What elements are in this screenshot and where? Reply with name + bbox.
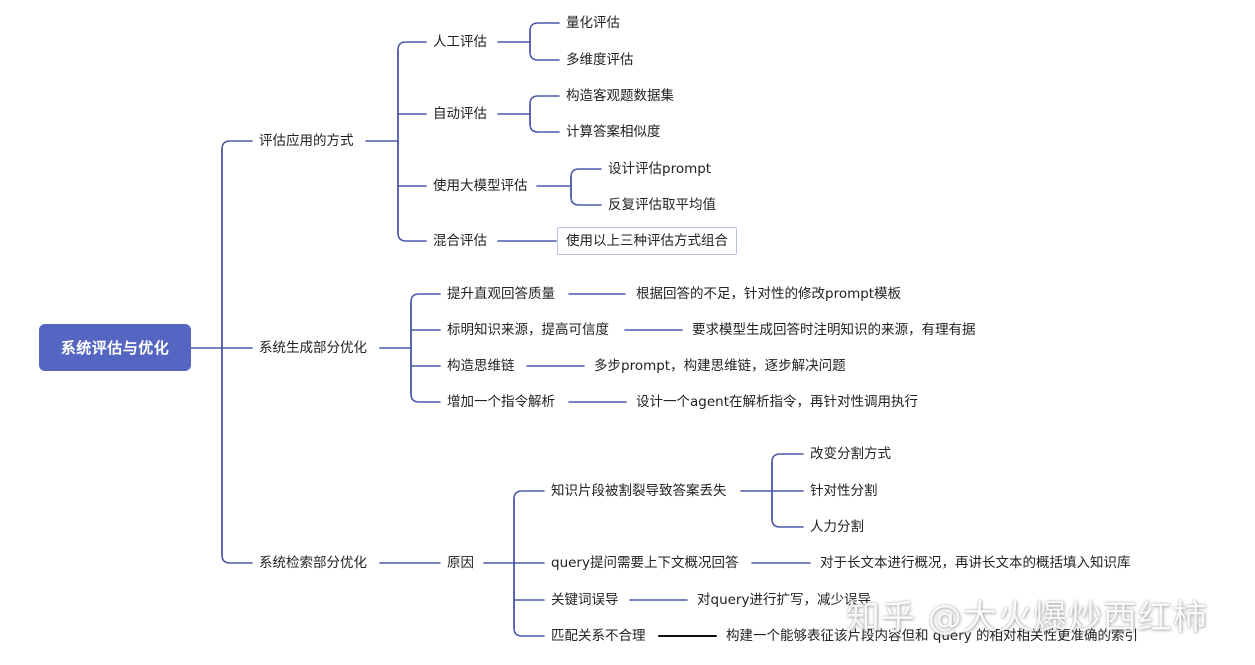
connector-elbow xyxy=(221,140,253,349)
node-gen-1[interactable]: 提升直观回答质量 xyxy=(447,286,555,302)
branch-gen[interactable]: 系统生成部分优化 xyxy=(259,340,367,356)
connector-elbow xyxy=(513,490,545,564)
node-split-child-2[interactable]: 针对性分割 xyxy=(810,483,878,499)
node-llm-child-2[interactable]: 反复评估取平均值 xyxy=(608,197,716,213)
connector-elbow xyxy=(570,185,602,206)
node-auto-child-2[interactable]: 计算答案相似度 xyxy=(566,124,661,140)
node-gen-4[interactable]: 增加一个指令解析 xyxy=(447,394,555,410)
root-node[interactable]: 系统评估与优化 xyxy=(39,324,191,371)
connector-elbow xyxy=(529,113,560,133)
connector-elbow xyxy=(570,168,602,187)
node-manual-eval[interactable]: 人工评估 xyxy=(433,34,487,50)
connector-elbow xyxy=(410,347,441,403)
node-split[interactable]: 知识片段被割裂导致答案丢失 xyxy=(551,483,727,499)
connector-elbow xyxy=(529,95,560,115)
node-manual-child-1[interactable]: 量化评估 xyxy=(566,15,620,31)
connector-elbow xyxy=(529,41,560,61)
connector-elbow xyxy=(771,490,804,528)
node-ret-3-detail[interactable]: 构建一个能够表征该片段内容但和 query 的相对相关性更准确的索引 xyxy=(726,628,1139,644)
node-mixed-eval[interactable]: 混合评估 xyxy=(433,233,487,249)
node-auto-child-1[interactable]: 构造客观题数据集 xyxy=(566,88,674,104)
node-ret-2[interactable]: 关键词误导 xyxy=(551,592,619,608)
node-llm-child-1[interactable]: 设计评估prompt xyxy=(608,161,712,177)
branch-ret[interactable]: 系统检索部分优化 xyxy=(259,555,367,571)
connector-elbow xyxy=(771,453,804,492)
node-llm-eval[interactable]: 使用大模型评估 xyxy=(433,178,528,194)
node-gen-1-detail[interactable]: 根据回答的不足，针对性的修改prompt模板 xyxy=(636,286,902,302)
node-gen-2-detail[interactable]: 要求模型生成回答时注明知识的来源，有理有据 xyxy=(692,322,976,338)
connector-elbow xyxy=(221,347,253,564)
node-manual-child-2[interactable]: 多维度评估 xyxy=(566,52,634,68)
connector-elbow xyxy=(397,140,427,242)
node-gen-3-detail[interactable]: 多步prompt，构建思维链，逐步解决问题 xyxy=(594,358,846,374)
connector-elbow xyxy=(410,293,441,349)
connector-elbow xyxy=(529,22,560,43)
node-gen-4-detail[interactable]: 设计一个agent在解析指令，再针对性调用执行 xyxy=(636,394,918,410)
node-ret-3[interactable]: 匹配关系不合理 xyxy=(551,628,646,644)
node-split-child-3[interactable]: 人力分割 xyxy=(810,519,864,535)
branch-eval[interactable]: 评估应用的方式 xyxy=(259,133,354,149)
node-gen-3[interactable]: 构造思维链 xyxy=(447,358,515,374)
connector-elbow xyxy=(397,41,427,142)
node-split-child-1[interactable]: 改变分割方式 xyxy=(810,446,891,462)
node-ret-1-detail[interactable]: 对于长文本进行概况，再讲长文本的概括填入知识库 xyxy=(820,555,1131,571)
node-mixed-child[interactable]: 使用以上三种评估方式组合 xyxy=(557,227,737,255)
node-cause[interactable]: 原因 xyxy=(447,555,474,571)
node-ret-2-detail[interactable]: 对query进行扩写，减少误导 xyxy=(697,592,871,608)
node-gen-2[interactable]: 标明知识来源，提高可信度 xyxy=(447,322,609,338)
node-auto-eval[interactable]: 自动评估 xyxy=(433,106,487,122)
node-ret-1[interactable]: query提问需要上下文概况回答 xyxy=(551,555,739,571)
